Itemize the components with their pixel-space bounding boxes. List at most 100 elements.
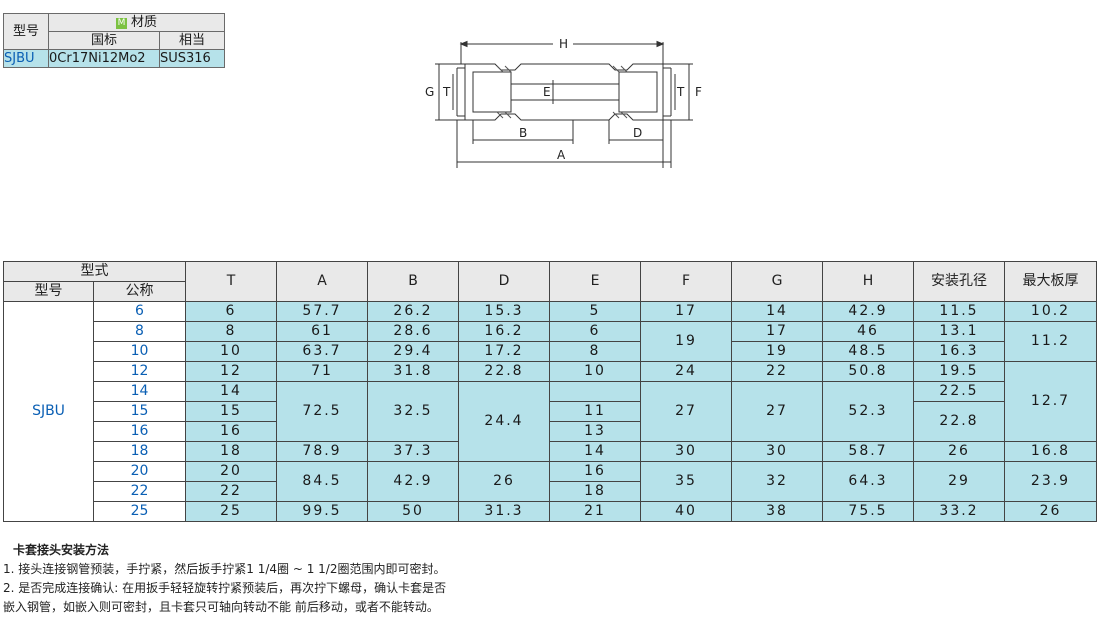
cell-e: 13 bbox=[549, 421, 641, 442]
cell-hole: 33.2 bbox=[913, 501, 1005, 522]
cell-a: 84.5 bbox=[276, 461, 368, 502]
cell-b: 29.4 bbox=[367, 341, 459, 362]
model-cell: SJBU bbox=[3, 49, 49, 68]
nominal-cell: 6 bbox=[93, 301, 186, 322]
header-e: E bbox=[549, 261, 641, 302]
cell-f: 17 bbox=[640, 301, 732, 322]
cell-b: 42.9 bbox=[367, 461, 459, 502]
cell-d: 17.2 bbox=[458, 341, 550, 362]
model-cell: SJBU bbox=[3, 301, 94, 522]
cell-t: 22 bbox=[185, 481, 277, 502]
cell-h: 64.3 bbox=[822, 461, 914, 502]
cell-a: 78.9 bbox=[276, 441, 368, 462]
cell-g: 19 bbox=[731, 341, 823, 362]
header-thickness: 最大板厚 bbox=[1004, 261, 1097, 302]
cell-a: 71 bbox=[276, 361, 368, 382]
material-header-label: 材质 bbox=[130, 14, 157, 30]
installation-notes: 卡套接头安装方法 1. 接头连接钢管预装，手拧紧，然后扳手拧紧1 1/4圈 ~ … bbox=[3, 541, 446, 617]
cell-a: 63.7 bbox=[276, 341, 368, 362]
cell-t: 8 bbox=[185, 321, 277, 342]
cell-e: 14 bbox=[549, 441, 641, 462]
nominal-cell: 22 bbox=[93, 481, 186, 502]
cell-h: 48.5 bbox=[822, 341, 914, 362]
header-type: 型式 bbox=[3, 261, 186, 282]
nominal-cell: 25 bbox=[93, 501, 186, 522]
cell-hole: 19.5 bbox=[913, 361, 1005, 382]
notes-line: 嵌入钢管，如嵌入则可密封，且卡套只可轴向转动不能 前后移动，或者不能转动。 bbox=[3, 600, 439, 614]
cell-f: 30 bbox=[640, 441, 732, 462]
dimension-table: 型式 T A B D E F G H 安装孔径 最大板厚 型号 公称 SJBU … bbox=[3, 261, 1097, 522]
cell-t: 20 bbox=[185, 461, 277, 482]
dim-label-e: E bbox=[543, 85, 551, 99]
cell-h: 42.9 bbox=[822, 301, 914, 322]
cell-a: 99.5 bbox=[276, 501, 368, 522]
cell-hole: 16.3 bbox=[913, 341, 1005, 362]
nominal-cell: 14 bbox=[93, 381, 186, 402]
model-header: 型号 bbox=[3, 13, 49, 50]
nominal-cell: 20 bbox=[93, 461, 186, 482]
cell-e: 5 bbox=[549, 301, 641, 322]
nominal-cell: 15 bbox=[93, 401, 186, 422]
cell-d: 26 bbox=[458, 461, 550, 502]
cell-e: 10 bbox=[549, 361, 641, 382]
cell-thickness: 10.2 bbox=[1004, 301, 1097, 322]
cell-e: 21 bbox=[549, 501, 641, 522]
cell-a: 57.7 bbox=[276, 301, 368, 322]
cell-t: 12 bbox=[185, 361, 277, 382]
cell-f: 24 bbox=[640, 361, 732, 382]
cell-b: 32.5 bbox=[367, 381, 459, 442]
cell-b: 28.6 bbox=[367, 321, 459, 342]
cell-g: 27 bbox=[731, 381, 823, 442]
nominal-cell: 8 bbox=[93, 321, 186, 342]
dim-label-a: A bbox=[557, 148, 566, 162]
cell-h: 58.7 bbox=[822, 441, 914, 462]
dim-label-h: H bbox=[559, 37, 568, 51]
cell-t: 10 bbox=[185, 341, 277, 362]
cell-thickness: 12.7 bbox=[1004, 361, 1097, 442]
dim-label-f: F bbox=[695, 85, 702, 99]
cell-e-empty bbox=[549, 381, 641, 402]
cell-g: 32 bbox=[731, 461, 823, 502]
cell-e: 18 bbox=[549, 481, 641, 502]
cell-d: 15.3 bbox=[458, 301, 550, 322]
cell-h: 75.5 bbox=[822, 501, 914, 522]
cell-g: 22 bbox=[731, 361, 823, 382]
header-a: A bbox=[276, 261, 368, 302]
header-g: G bbox=[731, 261, 823, 302]
nominal-cell: 12 bbox=[93, 361, 186, 382]
notes-line: 1. 接头连接钢管预装，手拧紧，然后扳手拧紧1 1/4圈 ~ 1 1/2圈范围内… bbox=[3, 562, 446, 576]
cell-t: 15 bbox=[185, 401, 277, 422]
cell-hole: 26 bbox=[913, 441, 1005, 462]
material-m-icon: M bbox=[115, 17, 127, 29]
cell-e: 8 bbox=[549, 341, 641, 362]
gb-value: 0Cr17Ni12Mo2 bbox=[48, 49, 160, 68]
cell-t: 18 bbox=[185, 441, 277, 462]
cell-f: 19 bbox=[640, 321, 732, 362]
dim-label-b: B bbox=[519, 126, 527, 140]
cell-d: 31.3 bbox=[458, 501, 550, 522]
cell-g: 38 bbox=[731, 501, 823, 522]
dim-label-t-left: T bbox=[442, 85, 451, 99]
cell-f: 35 bbox=[640, 461, 732, 502]
cell-t: 25 bbox=[185, 501, 277, 522]
cell-b: 50 bbox=[367, 501, 459, 522]
cell-a: 61 bbox=[276, 321, 368, 342]
header-model: 型号 bbox=[3, 281, 94, 302]
cell-d: 24.4 bbox=[458, 381, 550, 462]
cell-a: 72.5 bbox=[276, 381, 368, 442]
dim-label-g: G bbox=[425, 85, 434, 99]
cell-g: 14 bbox=[731, 301, 823, 322]
cell-t: 14 bbox=[185, 381, 277, 402]
gb-header: 国标 bbox=[48, 31, 160, 50]
cell-thickness: 26 bbox=[1004, 501, 1097, 522]
cell-e: 16 bbox=[549, 461, 641, 482]
cell-e: 11 bbox=[549, 401, 641, 422]
header-t: T bbox=[185, 261, 277, 302]
cell-t: 6 bbox=[185, 301, 277, 322]
cell-b: 26.2 bbox=[367, 301, 459, 322]
cell-thickness: 23.9 bbox=[1004, 461, 1097, 502]
nominal-cell: 18 bbox=[93, 441, 186, 462]
dim-label-d: D bbox=[633, 126, 642, 140]
